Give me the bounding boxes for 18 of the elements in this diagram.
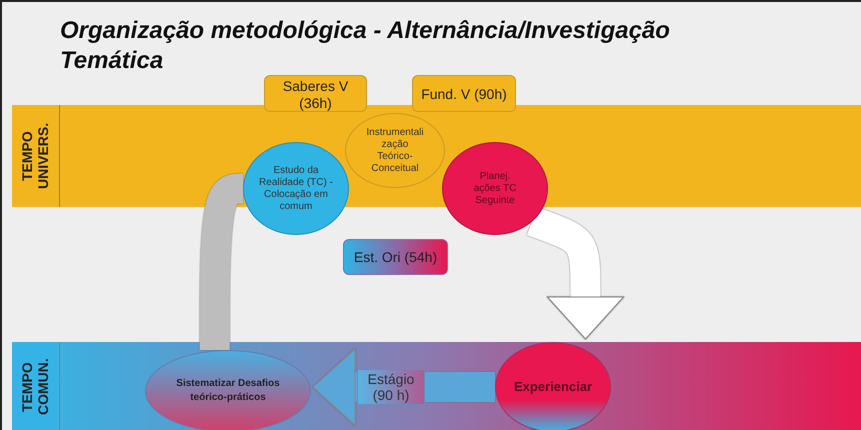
node-label: Planej. ações TC Seguinte (472, 170, 518, 206)
node-label: Experienciar (514, 378, 592, 396)
node-label: Est. Ori (54h) (354, 249, 438, 265)
band-label: TEMPO COMUN. (19, 358, 52, 418)
node-label: Instrumentalização Teórico-Conceitual (366, 126, 424, 174)
time-band (12, 342, 60, 430)
edge-label: Estágio (90 h) (357, 369, 425, 405)
node-label: Sistematizar Desafios teórico-práticos (175, 377, 281, 405)
hours-box (264, 75, 367, 112)
time-band (12, 105, 60, 207)
diagram-title: Organização metodológica - Alternância/Investigação Temática (60, 16, 671, 76)
node-label: Saberes V (36h) (282, 76, 350, 112)
arrow (526, 206, 624, 340)
node-label: Estudo da Realidade (TC) - Colocação em comum (258, 164, 334, 212)
band-label: TEMPO UNIVERS. (19, 122, 52, 192)
hours-box (343, 239, 448, 275)
node-label: Fund. V (90h) (421, 85, 507, 103)
hours-box (412, 75, 516, 112)
